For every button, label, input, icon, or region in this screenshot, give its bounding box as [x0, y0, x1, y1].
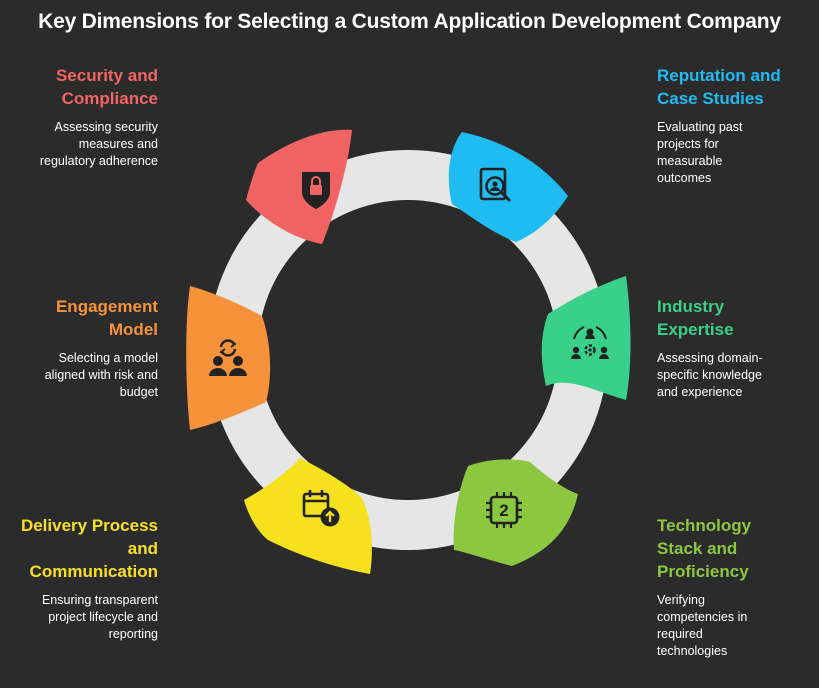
item-industry: Industry Expertise Assessing domain-spec…: [657, 295, 807, 401]
item-description: Assessing domain-specific knowledge and …: [657, 351, 763, 399]
document-search-icon: [479, 167, 511, 202]
item-description: Selecting a model aligned with risk and …: [44, 351, 158, 399]
item-heading: Reputation and Case Studies: [657, 66, 781, 108]
chip-icon: 2: [486, 492, 522, 528]
segment-technology: 2: [453, 459, 578, 566]
item-technology: Technology Stack and Proficiency Verifyi…: [657, 514, 807, 660]
segment-reputation: [448, 132, 568, 242]
chip-icon-label: 2: [499, 501, 508, 520]
segment-industry: [541, 276, 631, 400]
item-description: Verifying competencies in required techn…: [657, 593, 748, 658]
calendar-upload-icon: [302, 490, 340, 527]
item-engagement: Engagement Model Selecting a model align…: [0, 295, 158, 401]
segment-delivery: [244, 458, 372, 574]
item-heading: Technology Stack and Proficiency: [657, 516, 752, 581]
item-description: Assessing security measures and regulato…: [39, 120, 158, 168]
item-heading: Industry Expertise: [657, 297, 734, 339]
team-gear-icon: [571, 326, 609, 359]
segment-security: [246, 129, 352, 244]
item-reputation: Reputation and Case Studies Evaluating p…: [657, 64, 807, 187]
item-description: Evaluating past projects for measurable …: [657, 120, 743, 185]
item-description: Ensuring transparent project lifecycle a…: [41, 593, 158, 641]
segment-engagement: [186, 286, 271, 430]
item-heading: Engagement Model: [55, 297, 158, 339]
item-heading: Security and Compliance: [55, 66, 158, 108]
people-exchange-icon: [209, 339, 247, 376]
page-title: Key Dimensions for Selecting a Custom Ap…: [38, 10, 781, 33]
item-heading: Delivery Process and Communication: [20, 516, 158, 581]
item-delivery: Delivery Process and Communication Ensur…: [0, 514, 158, 643]
item-security: Security and Compliance Assessing securi…: [0, 64, 158, 170]
lock-shield-icon: [302, 172, 330, 209]
